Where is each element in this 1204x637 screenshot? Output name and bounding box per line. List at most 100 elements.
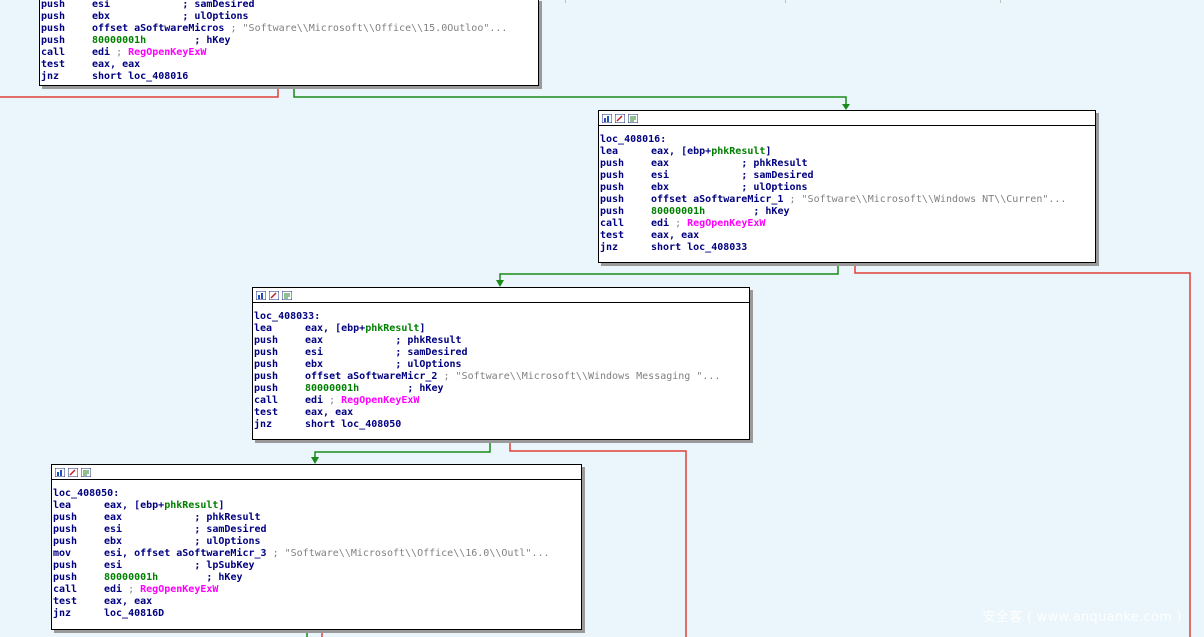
block4-toolbar	[52, 465, 581, 480]
code-block-1[interactable]: push esi ; samDesired push ebx ; ulOptions p…	[39, 0, 539, 86]
comment-icon[interactable]	[282, 290, 292, 300]
import-name: RegOpenKeyExW	[128, 47, 207, 58]
operand: ebx	[104, 536, 195, 547]
operands: 80000001h ; hKey	[104, 572, 242, 584]
arrow-block2	[842, 104, 850, 110]
comment: ; phkResult	[395, 335, 462, 346]
block2-toolbar	[599, 111, 1095, 126]
operands: loc_40816D	[104, 608, 164, 620]
comment: ; ulOptions	[395, 359, 462, 370]
graph-icon[interactable]	[256, 290, 266, 300]
graph-icon[interactable]	[55, 467, 65, 477]
instruction-line: test eax, eax	[41, 59, 538, 71]
arrow-block4	[311, 457, 319, 464]
mnemonic: push	[600, 206, 625, 217]
operands: eax, [ebp+phkResult]	[651, 146, 771, 158]
edge-false-block1	[0, 86, 279, 98]
mnemonic: call	[53, 584, 78, 595]
operand: esi	[305, 347, 396, 358]
operand: eax, eax	[104, 596, 153, 607]
mnemonic: push	[254, 347, 279, 358]
instruction-line: jnz loc_40816D	[53, 608, 581, 620]
operands: eax, eax	[651, 230, 699, 242]
operand: offset aSoftwareMicros	[92, 23, 231, 34]
operands: esi ; samDesired	[92, 0, 255, 11]
mnemonic: test	[254, 407, 279, 418]
edit-icon[interactable]	[68, 467, 78, 477]
stack-var: phkResult	[711, 146, 766, 157]
operands: edi ; RegOpenKeyExW	[92, 47, 206, 59]
operands: esi ; samDesired	[104, 524, 267, 536]
comment-icon[interactable]	[628, 113, 638, 123]
block-label: loc_408050:	[53, 488, 581, 500]
operand: eax, eax	[92, 59, 141, 70]
operand: ebx	[92, 11, 183, 22]
mnemonic: push	[53, 572, 78, 583]
comment-sep: ;	[128, 584, 141, 595]
number-operand: 80000001h	[305, 383, 360, 394]
graph-icon[interactable]	[602, 113, 612, 123]
comment: ; phkResult	[741, 158, 808, 169]
mnemonic: test	[600, 230, 625, 241]
comment: ; ulOptions	[741, 182, 808, 193]
operands: ebx ; ulOptions	[305, 359, 462, 371]
comment-sep: ;	[329, 395, 342, 406]
edit-icon[interactable]	[615, 113, 625, 123]
operands: offset aSoftwareMicr_2 ; "Software\\Micr…	[305, 371, 720, 383]
operand: esi	[92, 0, 183, 10]
mnemonic: jnz	[53, 608, 72, 619]
operands: short loc_408050	[305, 419, 401, 431]
operand: eax, eax	[305, 407, 354, 418]
operands: eax ; phkResult	[651, 158, 808, 170]
operands: offset aSoftwareMicros ; "Software\\Micr…	[92, 23, 507, 35]
operand: esi	[104, 524, 195, 535]
operand: esi	[104, 560, 195, 571]
mnemonic: push	[41, 11, 66, 22]
edge-false-block2	[854, 262, 1191, 637]
mnemonic: push	[600, 158, 625, 169]
operands: eax, eax	[305, 407, 353, 419]
operand: edi	[651, 218, 676, 229]
operand: eax	[651, 158, 742, 169]
operand: eax	[305, 335, 396, 346]
number-operand: 80000001h	[104, 572, 159, 583]
padding	[705, 206, 753, 217]
mnemonic: test	[53, 596, 78, 607]
mnemonic: test	[41, 59, 66, 70]
operands: eax, [ebp+phkResult]	[104, 500, 224, 512]
string-comment: ; "Software\\Microsoft\\Office\\16.0\\Ou…	[272, 548, 550, 559]
block3-toolbar	[253, 288, 749, 303]
operand: esi	[651, 170, 742, 181]
mnemonic: push	[254, 359, 279, 370]
operands: 80000001h ; hKey	[305, 383, 443, 395]
edit-icon[interactable]	[269, 290, 279, 300]
operand: offset aSoftwareMicr_1	[651, 194, 790, 205]
operands: esi ; lpSubKey	[104, 560, 255, 572]
comment-icon[interactable]	[81, 467, 91, 477]
comment: ; hKey	[206, 572, 243, 583]
mnemonic: push	[41, 0, 66, 10]
label-text: loc_408033:	[254, 311, 321, 322]
operand: edi	[104, 584, 129, 595]
operands: ebx ; ulOptions	[92, 11, 249, 23]
mnemonic: push	[53, 512, 78, 523]
instruction-line: push eax ; phkResult	[600, 158, 1095, 170]
comment-sep: ;	[116, 47, 129, 58]
operands: esi, offset aSoftwareMicr_3 ; "Software\…	[104, 548, 550, 560]
mnemonic: push	[600, 182, 625, 193]
mnemonic: push	[600, 194, 625, 205]
edge-true-block3	[314, 439, 491, 458]
operands: ebx ; ulOptions	[104, 536, 261, 548]
operands: eax, eax	[92, 59, 140, 71]
